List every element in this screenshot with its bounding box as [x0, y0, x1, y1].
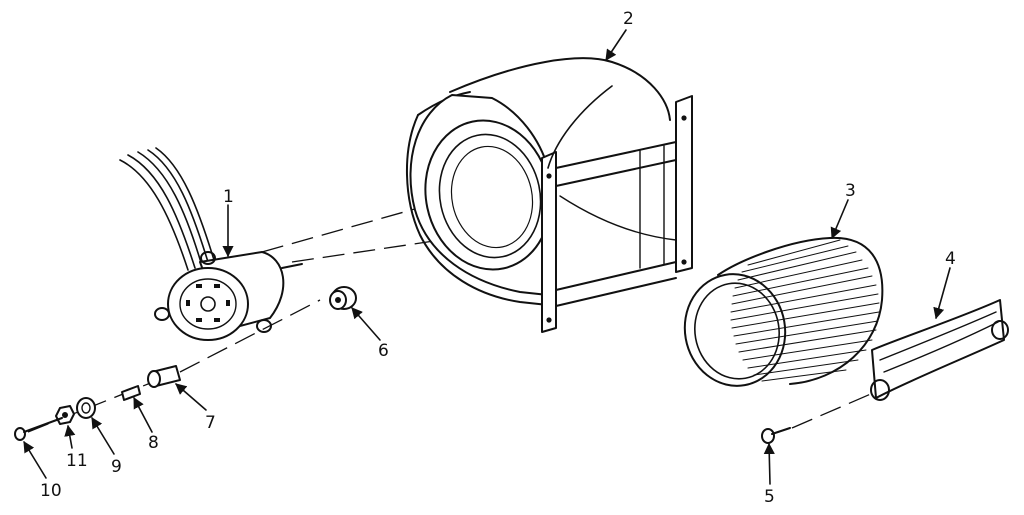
leader-arrows — [23, 29, 951, 485]
callout-4: 4 — [945, 249, 956, 269]
callout-labels: 1 2 3 4 5 6 7 8 9 10 11 — [40, 9, 956, 507]
cutoff-bracket — [870, 299, 1009, 401]
callout-2: 2 — [623, 9, 634, 29]
callout-7: 7 — [205, 413, 216, 433]
bolt — [14, 417, 63, 441]
callout-9: 9 — [111, 457, 122, 477]
grommet — [329, 286, 357, 310]
bushing — [121, 385, 141, 401]
blower-wheel — [683, 236, 884, 387]
callout-6: 6 — [378, 341, 389, 361]
spacer — [147, 365, 181, 388]
callout-10: 10 — [40, 481, 62, 501]
callout-3: 3 — [845, 181, 856, 201]
callout-5: 5 — [764, 487, 775, 507]
callout-11: 11 — [66, 451, 88, 471]
washer — [76, 397, 96, 419]
blower-motor — [119, 147, 303, 341]
blower-housing — [406, 57, 693, 333]
set-screw — [761, 427, 791, 444]
callout-8: 8 — [148, 433, 159, 453]
callout-1: 1 — [223, 187, 234, 207]
nut — [55, 405, 75, 425]
